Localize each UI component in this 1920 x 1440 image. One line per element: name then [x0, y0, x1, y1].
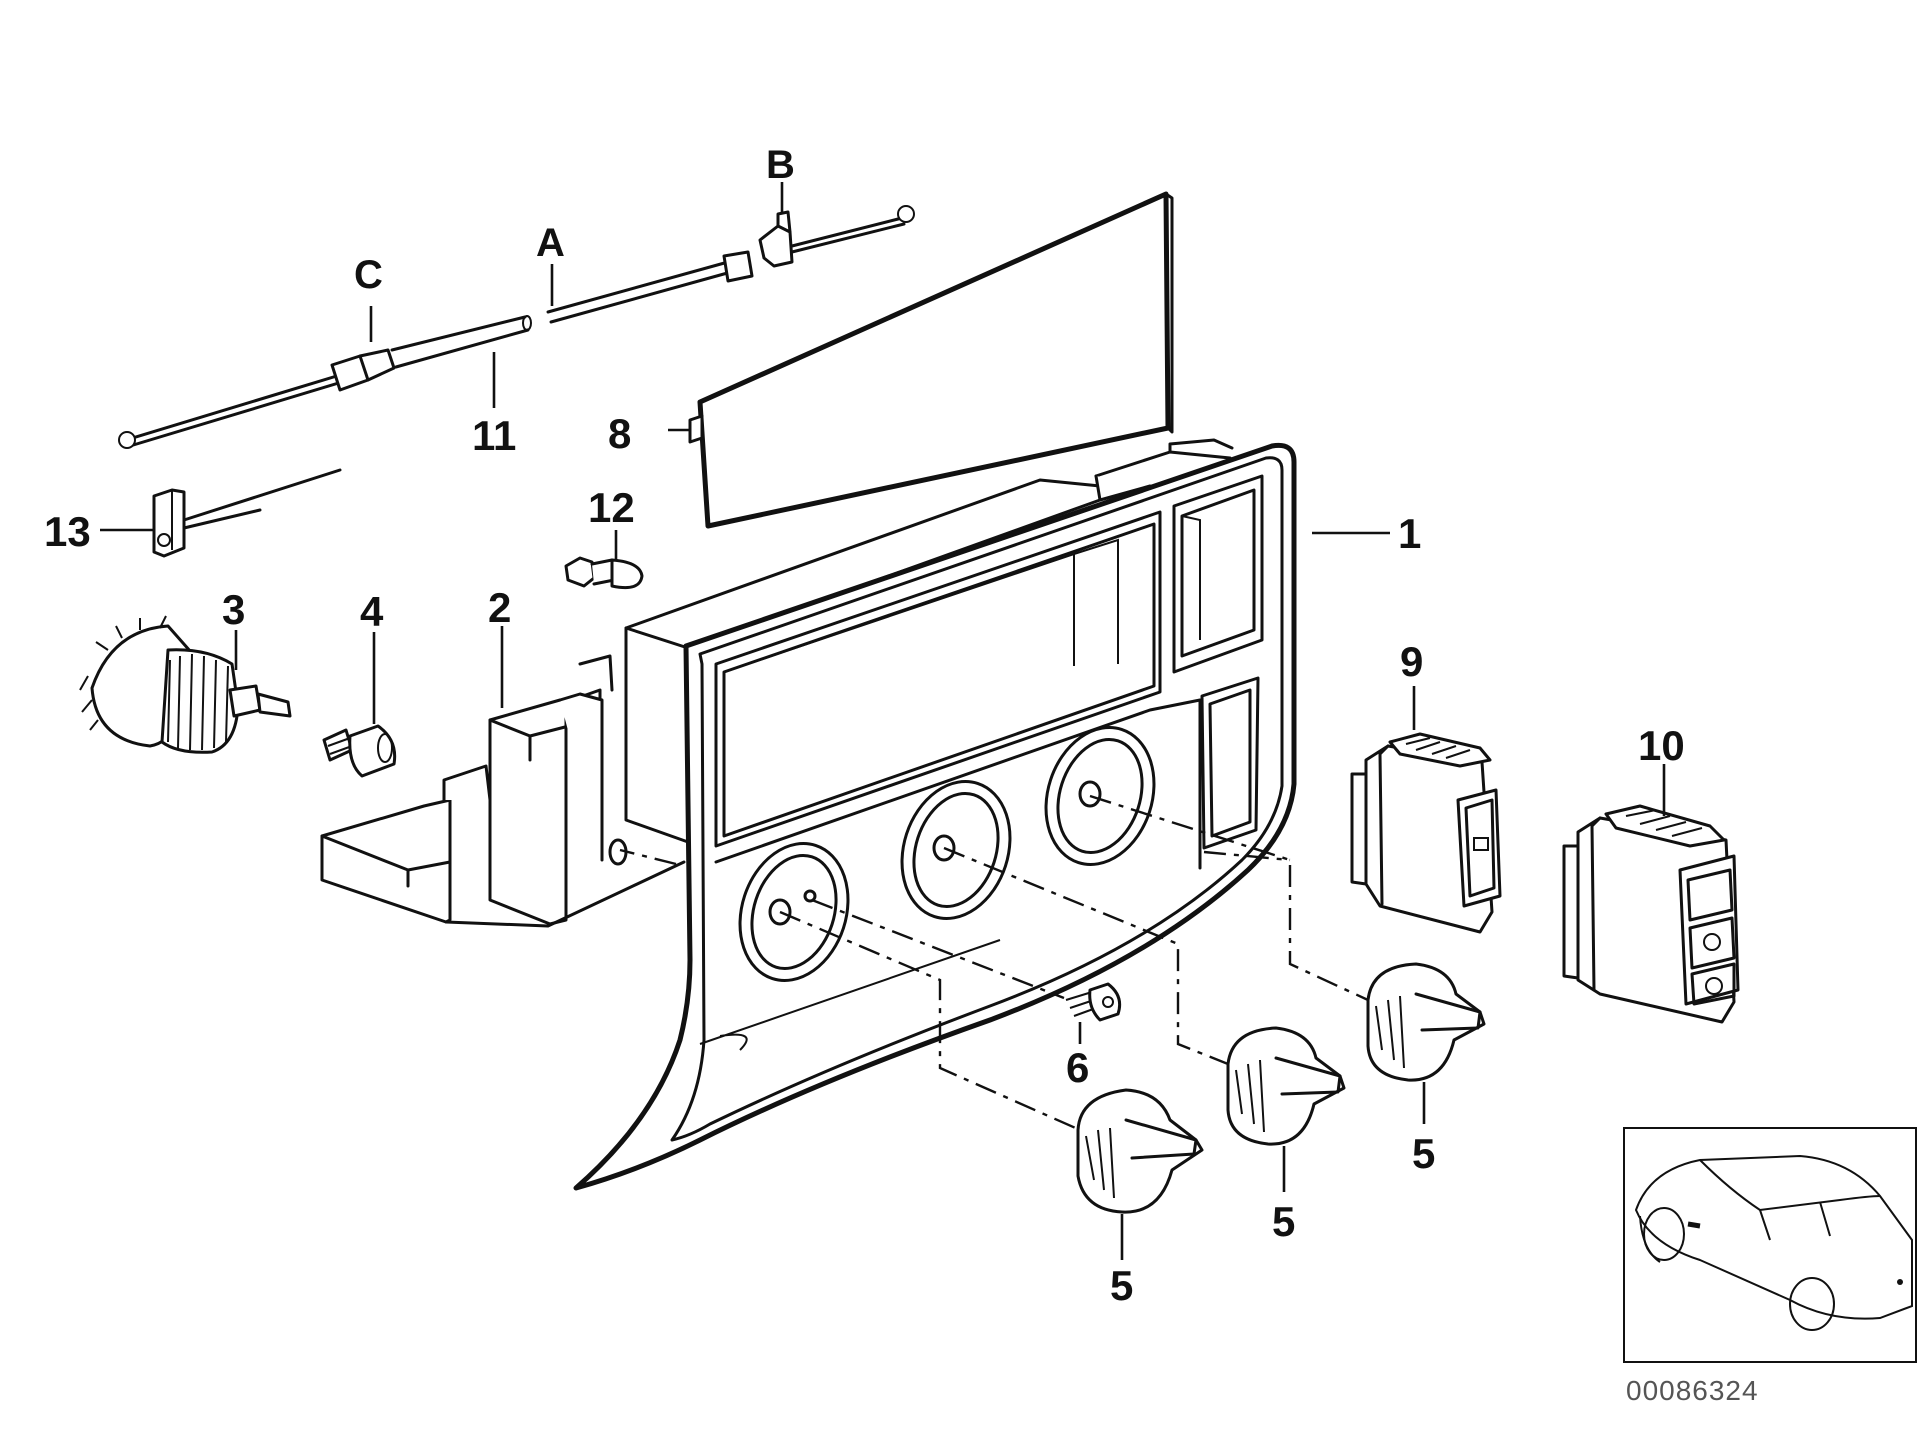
switch-10 [1562, 804, 1740, 1024]
knob-recess-left [738, 842, 850, 982]
label-8: 8 [608, 410, 631, 457]
switch-9 [1350, 732, 1502, 934]
label-10: 10 [1638, 722, 1685, 769]
bowden-cable-assembly [118, 205, 915, 449]
label-1: 1 [1398, 510, 1421, 557]
label-2: 2 [488, 584, 511, 631]
diagram-part-number: 00086324 [1626, 1375, 1759, 1406]
label-13: 13 [44, 508, 91, 555]
label-5-middle: 5 [1272, 1198, 1295, 1245]
label-5-bottom: 5 [1110, 1262, 1133, 1309]
control-panel-1 [573, 438, 1297, 1191]
label-C: C [354, 253, 383, 297]
label-4: 4 [360, 588, 384, 635]
label-3: 3 [222, 586, 245, 633]
label-9: 9 [1400, 638, 1423, 685]
leader-lines [100, 182, 1666, 1260]
label-11: 11 [472, 412, 516, 459]
cover-plate-8 [688, 191, 1174, 529]
knob-5-bottom [1076, 1088, 1204, 1214]
knob-recess-center [900, 780, 1012, 920]
label-6: 6 [1066, 1044, 1089, 1091]
housing-2 [320, 654, 686, 928]
assembly-axis-lines [619, 794, 1369, 1132]
label-5-right: 5 [1412, 1130, 1435, 1177]
bulb-12 [564, 556, 644, 590]
clip-13 [152, 468, 342, 558]
callout-labels: C A B 11 8 12 13 3 4 2 1 9 10 6 5 5 5 [44, 143, 1685, 1309]
label-A: A [536, 221, 565, 265]
label-B: B [766, 143, 795, 187]
label-12: 12 [588, 484, 635, 531]
screw-4 [322, 724, 397, 778]
knob-5-middle [1226, 1026, 1346, 1146]
knob-recess-right [1044, 726, 1156, 866]
vehicle-location-inset [1623, 1127, 1917, 1363]
knob-5-right [1366, 962, 1486, 1082]
car-outline-icon [1634, 1154, 1913, 1331]
screw-6 [1065, 982, 1122, 1022]
rotary-switch-3 [79, 615, 292, 754]
